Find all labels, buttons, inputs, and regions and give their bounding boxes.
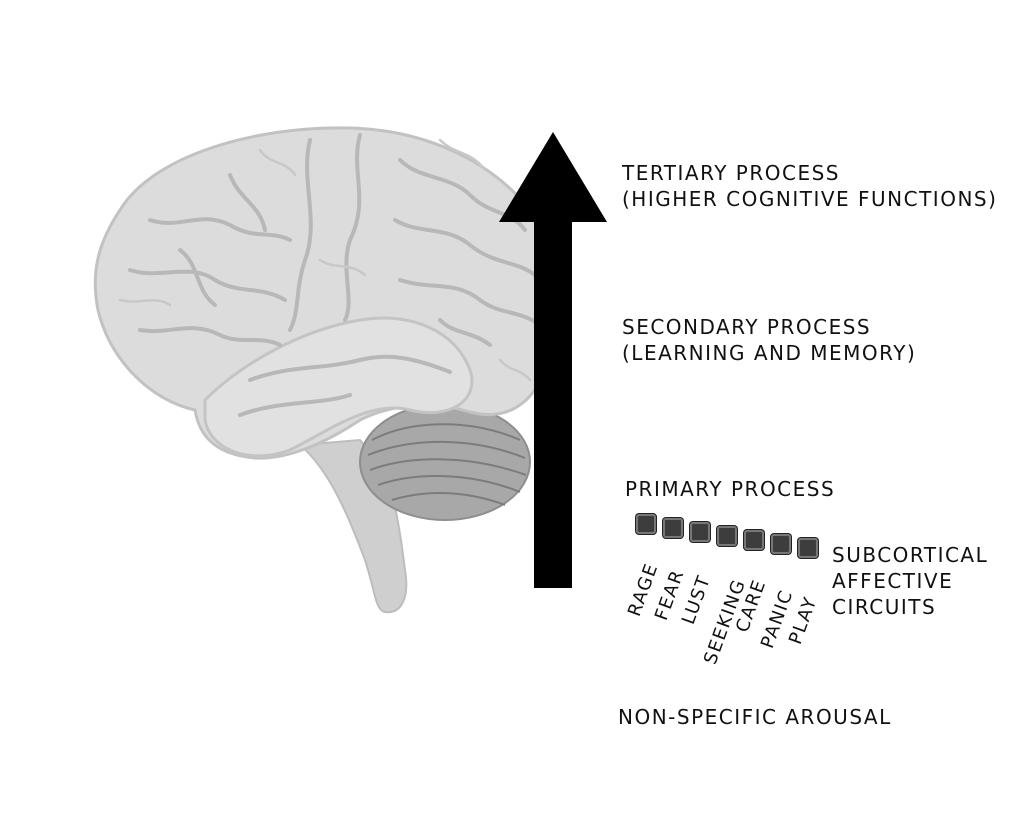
circuit-square-care xyxy=(744,530,764,550)
circuit-square-panic xyxy=(771,534,791,554)
primary-process-label: PRIMARY PROCESS xyxy=(625,476,835,502)
tertiary-title: TERTIARY PROCESS xyxy=(622,161,840,185)
arrow-head xyxy=(499,132,607,222)
circuit-square-play xyxy=(798,538,818,558)
circuit-square-seeking xyxy=(717,526,737,546)
subcortical-circuits-caption: SUBCORTICAL AFFECTIVE CIRCUITS xyxy=(832,542,988,620)
caption-line-3: CIRCUITS xyxy=(832,595,937,619)
circuit-square-fear xyxy=(663,518,683,538)
secondary-title: SECONDARY PROCESS xyxy=(622,315,872,339)
tertiary-subtitle: (HIGHER COGNITIVE FUNCTIONS) xyxy=(622,187,998,211)
caption-line-1: SUBCORTICAL xyxy=(832,543,989,567)
circuit-square-lust xyxy=(690,522,710,542)
secondary-process-label: SECONDARY PROCESS (LEARNING AND MEMORY) xyxy=(622,314,916,366)
arousal-title: NON-SPECIFIC AROUSAL xyxy=(618,705,892,729)
arrow-shaft xyxy=(534,220,572,588)
temporal-lobe xyxy=(203,316,474,458)
secondary-subtitle: (LEARNING AND MEMORY) xyxy=(622,341,917,365)
non-specific-arousal-label: NON-SPECIFIC AROUSAL xyxy=(618,704,892,730)
circuit-square-rage xyxy=(636,514,656,534)
tertiary-process-label: TERTIARY PROCESS (HIGHER COGNITIVE FUNCT… xyxy=(622,160,997,212)
primary-title: PRIMARY PROCESS xyxy=(625,477,836,501)
caption-line-2: AFFECTIVE xyxy=(832,569,954,593)
